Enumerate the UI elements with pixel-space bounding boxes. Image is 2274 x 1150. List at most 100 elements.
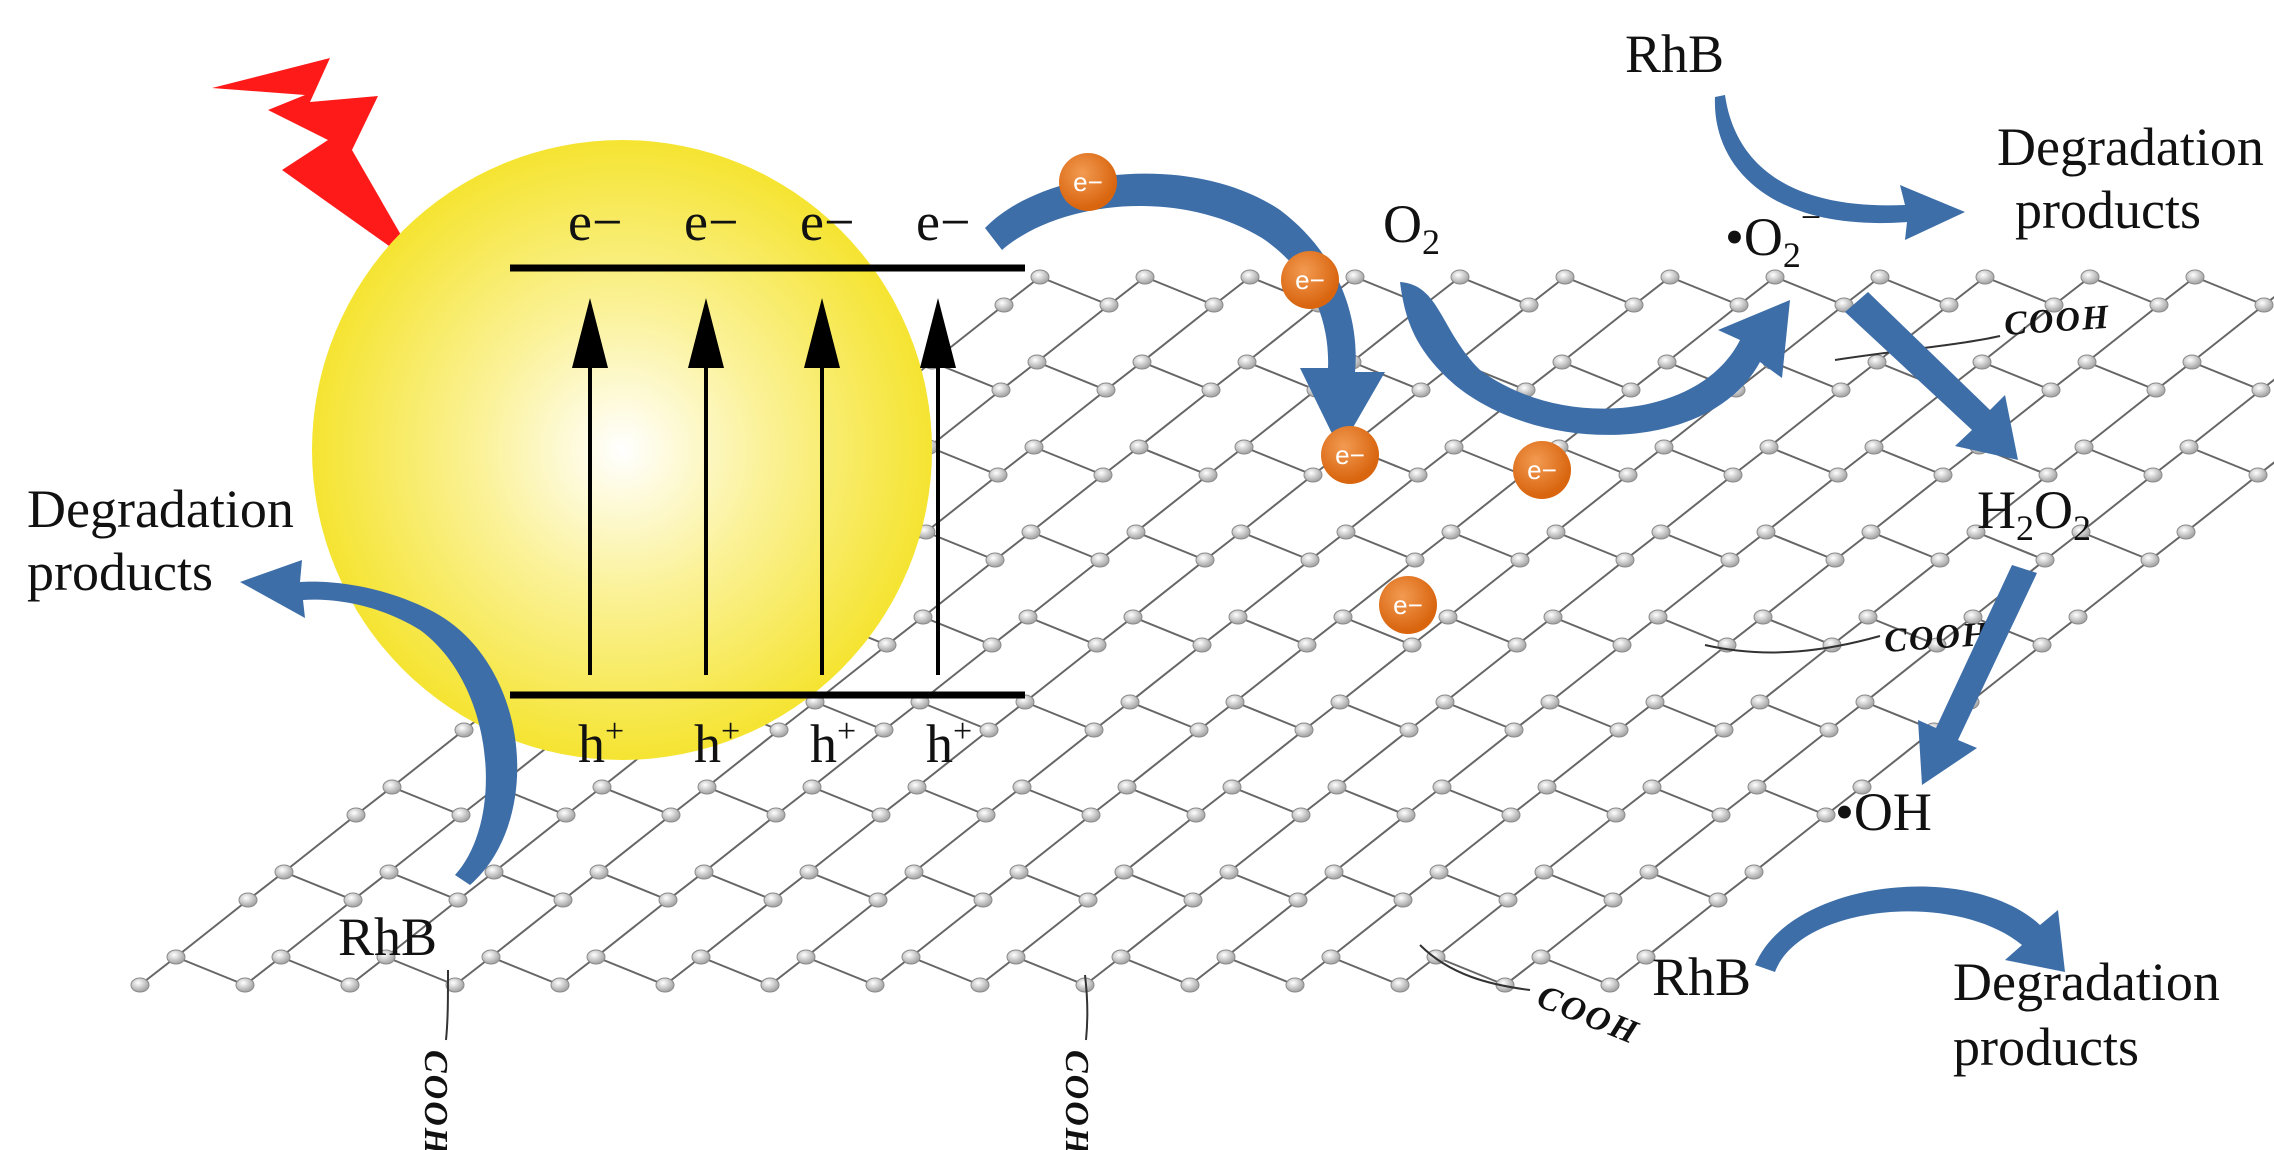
graphene-atom xyxy=(1657,354,1677,370)
graphene-atom xyxy=(1303,467,1323,483)
graphene-atom xyxy=(1819,722,1839,738)
o2-label: O2 xyxy=(1383,194,1440,262)
graphene-atom xyxy=(1120,694,1140,710)
graphene-bond xyxy=(1660,531,1731,561)
graphene-atom xyxy=(1078,892,1098,908)
graphene-bond xyxy=(1669,276,1740,306)
graphene-bond xyxy=(1126,729,1200,788)
superoxide-to-h2o2-arrow xyxy=(1845,292,2018,460)
graphene-bond xyxy=(1018,871,1089,901)
graphene-atom xyxy=(697,779,717,795)
graphene-atom xyxy=(1537,779,1557,795)
electron-label-4: e− xyxy=(916,192,970,252)
graphene-atom xyxy=(2179,439,2199,455)
graphene-atom xyxy=(1870,269,1890,285)
graphene-bond xyxy=(1657,616,1728,646)
graphene-atom xyxy=(2074,439,2094,455)
graphene-bond xyxy=(1864,644,1938,703)
graphene-atom xyxy=(2035,552,2055,568)
hole-label-4: h+ xyxy=(926,713,972,774)
graphene-bond xyxy=(1018,814,1092,873)
hole-label-2: h+ xyxy=(694,713,740,774)
graphene-bond xyxy=(1132,616,1203,646)
graphene-bond xyxy=(1558,446,1629,476)
graphene-atom xyxy=(658,892,678,908)
graphene-bond xyxy=(1867,616,1938,646)
graphene-bond xyxy=(1033,389,1107,448)
graphene-bond xyxy=(493,871,564,901)
electron-dot-body xyxy=(1513,441,1571,499)
graphene-atom xyxy=(988,467,1008,483)
graphene-bond xyxy=(1138,389,1212,448)
graphene-bond xyxy=(490,899,564,958)
graphene-bond xyxy=(916,786,987,816)
graphene-bond xyxy=(2089,276,2160,306)
graphene-bond xyxy=(1543,814,1617,873)
graphene-bond xyxy=(2191,304,2265,363)
graphene-bond xyxy=(811,786,882,816)
graphene-atom xyxy=(346,807,366,823)
cooh-bottom-right: COOH xyxy=(1532,978,1644,1052)
graphene-atom xyxy=(1294,722,1314,738)
h2o2-to-hydroxyl-arrow xyxy=(1918,565,2037,785)
graphene-atom xyxy=(973,892,993,908)
cooh-groups xyxy=(445,335,2001,1041)
graphene-atom xyxy=(1123,609,1143,625)
graphene-atom xyxy=(1966,524,1986,540)
graphene-bond xyxy=(1120,899,1194,958)
electron-label-3: e− xyxy=(800,192,854,252)
graphene-atom xyxy=(982,637,1002,653)
graphene-bond xyxy=(1759,701,1830,731)
graphene-bond xyxy=(1564,276,1635,306)
graphene-bond xyxy=(2191,361,2262,391)
graphene-atom xyxy=(1933,467,1953,483)
graphene-atom xyxy=(1639,864,1659,880)
graphene-atom xyxy=(1345,269,1365,285)
graphene-atom xyxy=(382,779,402,795)
graphene-bond xyxy=(1654,644,1728,703)
graphene-bond xyxy=(1450,474,1524,533)
products-left-label-line2: products xyxy=(27,542,213,602)
graphene-atom xyxy=(1324,864,1344,880)
graphene-atom xyxy=(1759,439,1779,455)
graphene-atom xyxy=(1642,779,1662,795)
graphene-bond xyxy=(1552,559,1626,618)
graphene-atom xyxy=(901,949,921,965)
graphene-atom xyxy=(2182,354,2202,370)
graphene-bond xyxy=(1873,446,1944,476)
graphene-atom xyxy=(1711,807,1731,823)
graphene-bond xyxy=(2083,446,2154,476)
graphene-atom xyxy=(481,949,501,965)
graphene-atom xyxy=(1747,779,1767,795)
graphene-bond xyxy=(1234,644,1308,703)
graphene-atom xyxy=(1600,977,1620,993)
graphene-atom xyxy=(1024,439,1044,455)
graphene-bond xyxy=(1237,616,1308,646)
graphene-atom xyxy=(1729,297,1749,313)
graphene-bond xyxy=(1246,361,1317,391)
graphene-atom xyxy=(1285,977,1305,993)
graphene-bond xyxy=(175,956,246,986)
graphene-bond xyxy=(1975,531,2046,561)
products-left-label-line1: Degradation xyxy=(27,479,294,539)
graphene-atom xyxy=(1540,694,1560,710)
graphene-bond xyxy=(1756,786,1827,816)
graphene-atom xyxy=(1393,892,1413,908)
graphene-bond xyxy=(1561,304,1635,363)
graphene-atom xyxy=(1651,524,1671,540)
graphene-bond xyxy=(1336,729,1410,788)
graphene-atom xyxy=(694,864,714,880)
graphene-atom xyxy=(448,892,468,908)
graphene-bond xyxy=(1759,644,1833,703)
cooh-bond-bottom-mid xyxy=(1084,974,1089,1041)
graphene-atom xyxy=(1114,864,1134,880)
cooh-bottom-left: COOH xyxy=(417,1050,454,1150)
graphene-bond xyxy=(919,701,990,731)
graphene-atom xyxy=(796,949,816,965)
graphene-atom xyxy=(2248,467,2268,483)
graphene-atom xyxy=(238,892,258,908)
graphene-atom xyxy=(1216,949,1236,965)
products-top-label-line1: Degradation xyxy=(1997,117,2264,177)
graphene-bond xyxy=(1546,786,1617,816)
products-bottom-label-line2: products xyxy=(1953,1017,2139,1077)
